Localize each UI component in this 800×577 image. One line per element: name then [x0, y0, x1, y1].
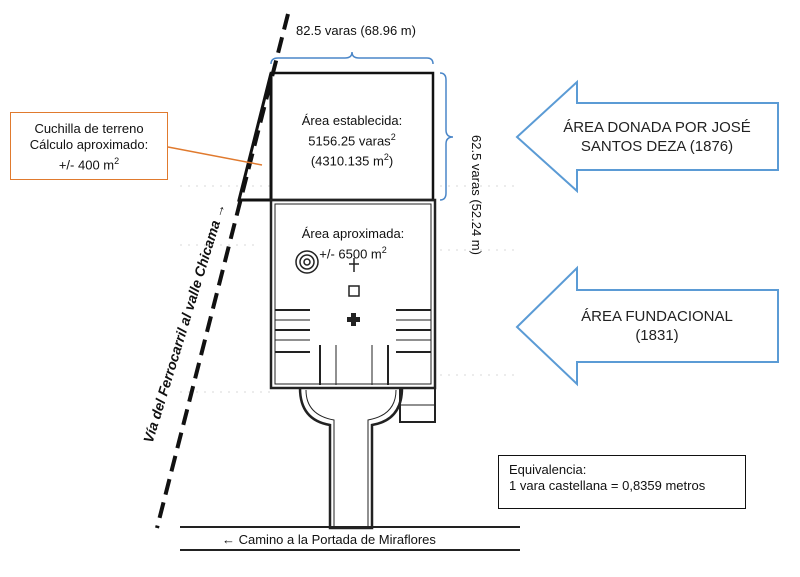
founding-area-arrow-shape [515, 265, 779, 387]
road-label: ← Camino a la Portada de Miraflores [222, 532, 502, 548]
altar-cross-icon [347, 313, 360, 326]
approximate-area-label: Área aproximada: +/- 6500 m2 [301, 226, 405, 262]
top-dimension-label: 82.5 varas (68.96 m) [296, 23, 416, 38]
founding-area-plan [180, 198, 520, 551]
established-area-label: Área establecida: 5156.25 varas2 (4310.1… [301, 113, 403, 169]
railway-line [155, 13, 290, 529]
cuchilla-callout-line [167, 146, 263, 166]
cuchilla-triangle [237, 72, 273, 202]
side-dimension-label: 62.5 varas (52.24 m) [469, 135, 484, 255]
donated-area-label: ÁREA DONADA POR JOSÉ SANTOS DEZA (1876) [563, 119, 751, 155]
founding-area-label: ÁREA FUNDACIONAL (1831) [581, 308, 733, 344]
top-dimension-brace [270, 51, 434, 65]
side-dimension-brace [439, 72, 454, 201]
equivalence-box: Equivalencia: 1 vara castellana = 0,8359… [498, 455, 746, 509]
cuchilla-callout-box: Cuchilla de terreno Cálculo aproximado: … [10, 112, 168, 180]
background-texture [180, 185, 520, 393]
donated-area-arrow-shape [515, 79, 779, 194]
